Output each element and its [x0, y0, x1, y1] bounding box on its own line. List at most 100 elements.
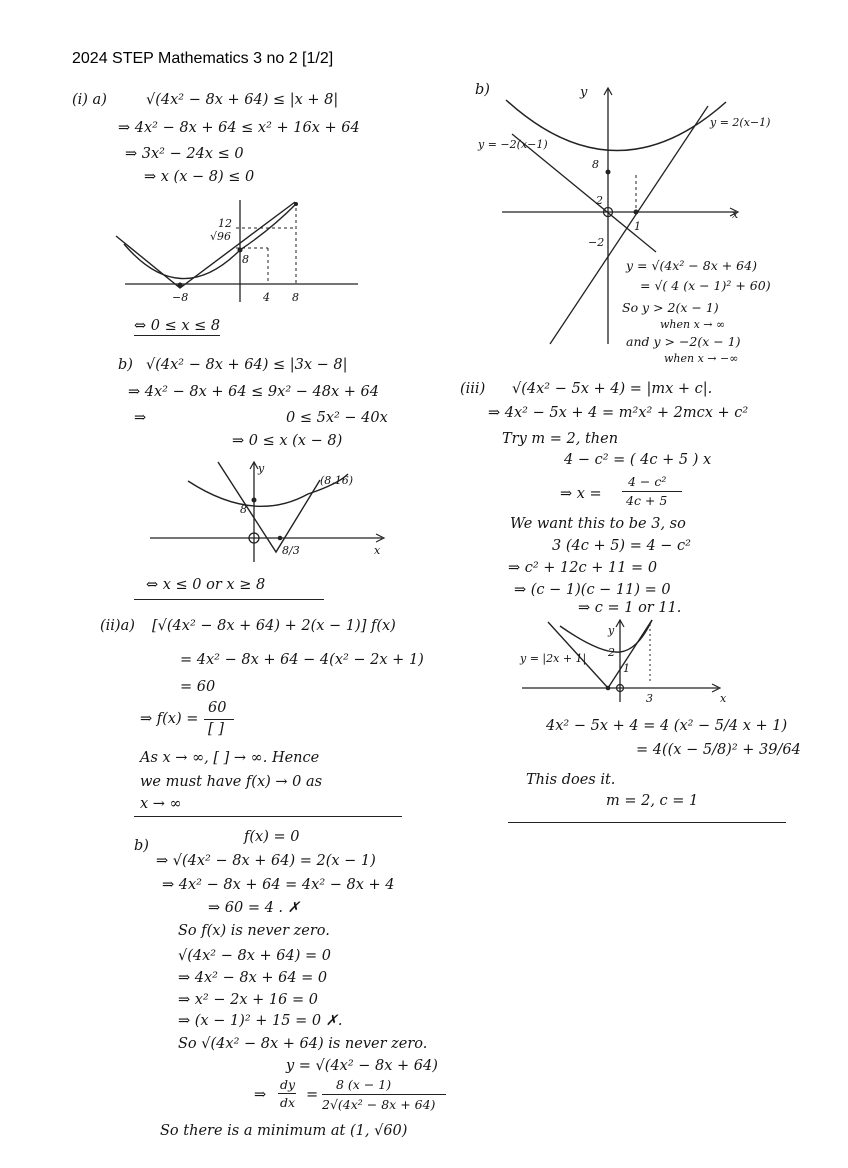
- work-line: 0 ≤ 5x² − 40x: [286, 410, 388, 426]
- label-3: 3: [646, 692, 653, 705]
- fraction-bar: [622, 491, 682, 492]
- implies: ⇒: [254, 1087, 267, 1103]
- fraction-denominator: 2√(4x² − 8x + 64): [322, 1097, 436, 1112]
- fraction-bar: [278, 1093, 296, 1094]
- label-8-over-3: 8/3: [282, 544, 300, 557]
- note-line: and y > −2(x − 1): [626, 334, 741, 349]
- label-minus-8: −8: [172, 291, 188, 304]
- label-2: 2: [607, 646, 615, 659]
- rule: [508, 822, 786, 823]
- note-line: y = √(4x² − 8x + 64): [626, 258, 757, 273]
- label-8-x: 8: [292, 291, 299, 304]
- work-line: √(4x² − 8x + 64) ≤ |3x − 8|: [146, 357, 348, 373]
- work-line: ⇒ 60 = 4 . ✗: [208, 900, 300, 916]
- work-line: f(x) = 0: [244, 829, 300, 845]
- answer-i-b: ⇔ x ≤ 0 or x ≥ 8: [146, 577, 266, 593]
- label-minus-2: −2: [588, 236, 604, 249]
- root-curve: [187, 473, 349, 508]
- equals: =: [306, 1087, 319, 1103]
- work-line: ⇒ 4x² − 8x + 64 = 0: [178, 970, 328, 986]
- work-line: ⇒ x =: [560, 486, 602, 502]
- label-1: 1: [634, 220, 641, 233]
- work-line: = 4x² − 8x + 64 − 4(x² − 2x + 1): [180, 652, 424, 668]
- label-y: y: [257, 462, 265, 475]
- label-y: y: [607, 624, 615, 637]
- rule: [134, 599, 324, 600]
- part-label-i-a: (i) a): [72, 92, 107, 108]
- work-line: ⇒ 4x² − 8x + 64 ≤ x² + 16x + 64: [118, 120, 360, 136]
- work-line: 4 − c² = ( 4c + 5 ) x: [564, 452, 712, 468]
- label-1: 1: [623, 662, 630, 675]
- work-line: = 4((x − 5/8)² + 39/64: [636, 742, 801, 758]
- work-line: ⇒: [134, 410, 147, 426]
- note-line: when x → ∞: [660, 318, 726, 331]
- derivative-top: dy: [280, 1077, 296, 1092]
- work-line: ⇒ 3x² − 24x ≤ 0: [125, 146, 244, 162]
- fraction-bar: [204, 719, 234, 720]
- abs-value-curve: [217, 461, 321, 554]
- fraction-numerator: 60: [208, 700, 227, 716]
- graph-i-b: y (8,16) 8 8/3 x: [150, 460, 386, 562]
- work-line: ⇒ 4x² − 8x + 64 = 4x² − 8x + 4: [162, 877, 395, 893]
- fraction-denominator: [ ]: [208, 721, 224, 737]
- note-line: So y > 2(x − 1): [622, 300, 719, 315]
- work-line: ⇒ 4x² − 5x + 4 = m²x² + 2mcx + c²: [488, 405, 749, 421]
- derivative-bottom: dx: [280, 1095, 296, 1110]
- abs-value-curve: [115, 201, 296, 289]
- work-line: ⇒ c² + 12c + 11 = 0: [508, 560, 658, 576]
- fraction-numerator: 8 (x − 1): [336, 1077, 392, 1092]
- label-8: 8: [592, 158, 599, 171]
- note-line: when x → −∞: [664, 352, 739, 365]
- label-12: 12: [218, 217, 232, 230]
- work-line: This does it.: [526, 772, 616, 788]
- fraction-bar: [322, 1094, 446, 1095]
- work-line: 4x² − 5x + 4 = 4 (x² − 5/4 x + 1): [546, 718, 788, 734]
- root-curve: [505, 99, 727, 152]
- work-line: √(4x² − 5x + 4) = |mx + c|.: [512, 381, 713, 397]
- label-y-minus-2x-1: y = −2(x−1): [477, 138, 548, 151]
- label-point-8-16: (8,16): [320, 474, 353, 487]
- work-line: m = 2, c = 1: [606, 793, 699, 809]
- work-line: So f(x) is never zero.: [178, 923, 330, 939]
- work-line: y = √(4x² − 8x + 64): [286, 1058, 438, 1074]
- work-line: ⇒ x² − 2x + 16 = 0: [178, 992, 318, 1008]
- label-2: 2: [595, 194, 603, 207]
- label-x: x: [374, 544, 381, 557]
- work-line: ⇒ (c − 1)(c − 11) = 0: [514, 582, 671, 598]
- page-title: 2024 STEP Mathematics 3 no 2 [1/2]: [72, 50, 334, 67]
- work-line: ⇒ (x − 1)² + 15 = 0 ✗.: [178, 1013, 343, 1029]
- fraction-denominator: 4c + 5: [626, 493, 668, 508]
- work-line: ⇒ f(x) =: [140, 711, 199, 727]
- work-line: x → ∞: [140, 796, 182, 812]
- label-root96: √96: [210, 230, 231, 243]
- part-label-ii-b: b): [134, 838, 149, 854]
- label-8-y: 8: [242, 253, 249, 266]
- work-line: ⇒ c = 1 or 11.: [578, 600, 682, 616]
- part-label-i-b: b): [118, 357, 133, 373]
- work-line: We want this to be 3, so: [510, 516, 686, 532]
- rule: [134, 816, 402, 817]
- part-label-ii-a: (ii)a): [100, 618, 135, 634]
- label-x: x: [732, 208, 739, 221]
- note-line: = √( 4 (x − 1)² + 60): [640, 278, 771, 293]
- work-line: ⇒ √(4x² − 8x + 64) = 2(x − 1): [156, 853, 376, 869]
- graph-iii: y = |2x + 1| y 2 1 3 x: [519, 618, 727, 705]
- label-y-2x-plus-1: y = |2x + 1|: [519, 652, 586, 666]
- work-line: = 60: [180, 679, 216, 695]
- work-line: 3 (4c + 5) = 4 − c²: [552, 538, 691, 554]
- work-line: √(4x² − 8x + 64) = 0: [178, 948, 331, 964]
- label-y: y: [579, 85, 588, 100]
- work-line: So there is a minimum at (1, √60): [160, 1123, 408, 1139]
- label-y-2x-1: y = 2(x−1): [709, 116, 770, 129]
- root-curve: [559, 619, 653, 653]
- work-line: [√(4x² − 8x + 64) + 2(x − 1)] f(x): [152, 618, 396, 634]
- work-line: ⇒ 0 ≤ x (x − 8): [232, 433, 343, 449]
- work-line: ⇒ 4x² − 8x + 64 ≤ 9x² − 48x + 64: [128, 384, 379, 400]
- fraction-numerator: 4 − c²: [628, 474, 667, 489]
- label-4: 4: [262, 291, 270, 304]
- graph-b: y y = 2(x−1) y = −2(x−1) 8 2 −2 1 x: [477, 85, 770, 345]
- part-label-b-graph: b): [475, 82, 490, 98]
- work-line: As x → ∞, [ ] → ∞. Hence: [140, 750, 320, 766]
- label-x: x: [720, 692, 727, 705]
